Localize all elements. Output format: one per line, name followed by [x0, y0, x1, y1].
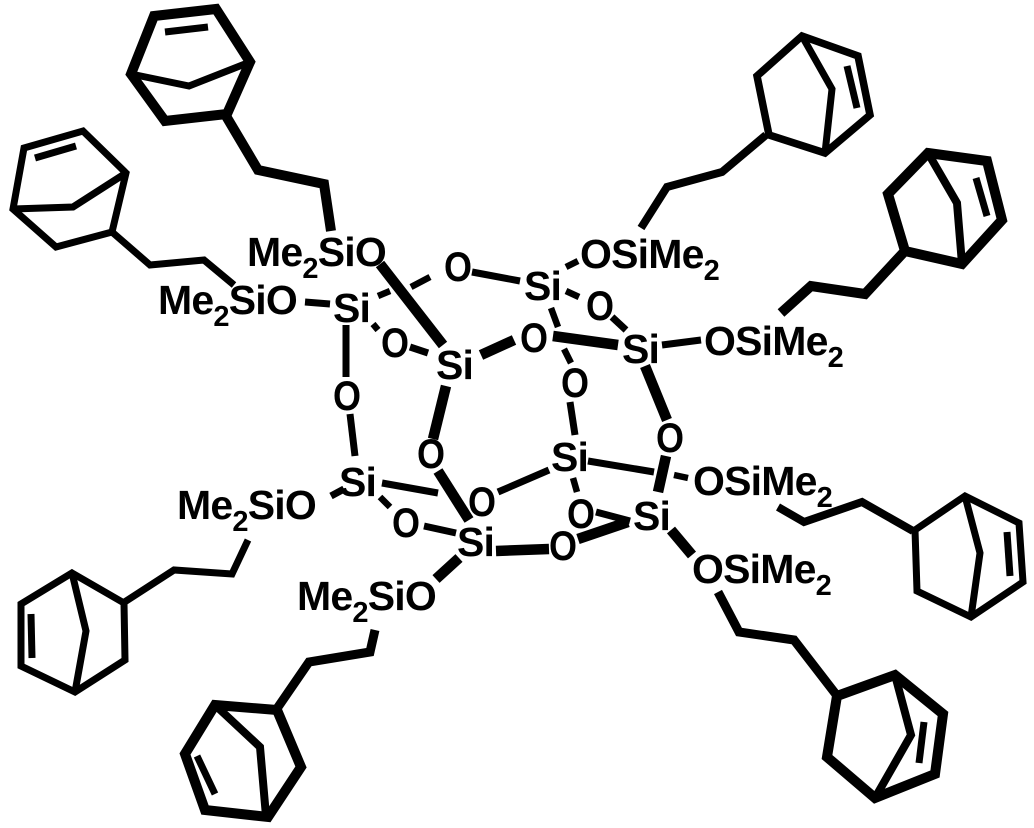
- svg-text:Si: Si: [524, 263, 561, 309]
- svg-text:Si: Si: [633, 493, 670, 539]
- svg-text:Si: Si: [457, 519, 494, 565]
- svg-text:O: O: [567, 490, 595, 537]
- svg-text:O: O: [333, 372, 361, 419]
- svg-text:O: O: [417, 430, 445, 477]
- svg-text:O: O: [468, 478, 496, 525]
- svg-text:Si: Si: [551, 434, 588, 480]
- svg-text:Si: Si: [436, 342, 473, 388]
- svg-text:O: O: [561, 359, 589, 406]
- svg-text:Si: Si: [622, 326, 659, 372]
- svg-text:Si: Si: [333, 285, 370, 331]
- svg-text:Si: Si: [339, 459, 376, 505]
- svg-text:O: O: [381, 319, 409, 366]
- svg-text:O: O: [586, 282, 614, 329]
- svg-text:O: O: [392, 499, 420, 546]
- svg-text:O: O: [520, 314, 548, 361]
- svg-text:O: O: [549, 522, 577, 569]
- svg-text:O: O: [656, 414, 684, 461]
- svg-text:O: O: [444, 243, 472, 290]
